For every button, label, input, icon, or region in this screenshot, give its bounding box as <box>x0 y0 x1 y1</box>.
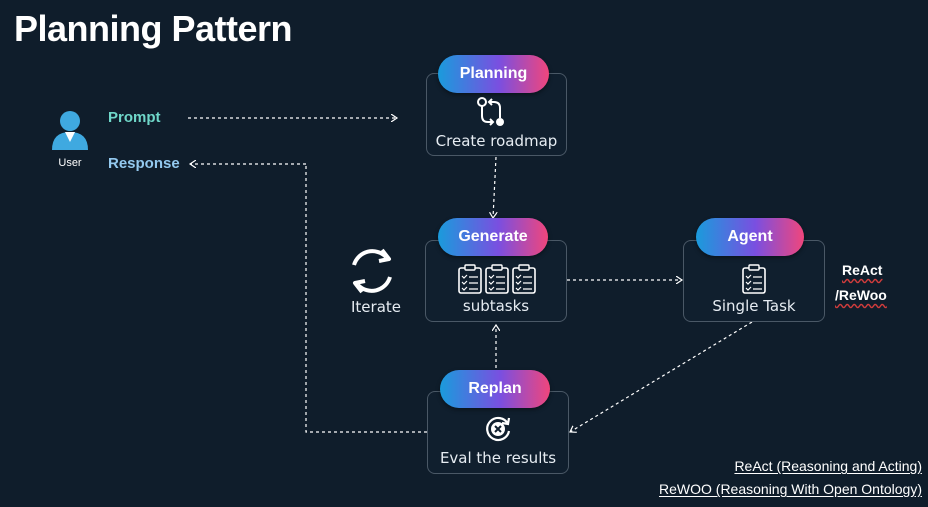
iterate-label: Iterate <box>351 298 402 316</box>
user-actor: User <box>45 108 95 170</box>
planning-to-generate-arrow <box>493 156 496 218</box>
page-title: Planning Pattern <box>14 8 293 49</box>
replan-pill: Replan <box>440 370 550 408</box>
replan-to-response-path <box>305 164 427 433</box>
generate-pill: Generate <box>438 218 548 256</box>
planning-pill: Planning <box>438 55 549 93</box>
agent-caption: Single Task <box>712 297 796 315</box>
prompt-label: Prompt <box>108 109 161 126</box>
footnote-react: ReAct (Reasoning and Acting) <box>734 458 922 474</box>
cycle-arrows-icon <box>352 248 392 294</box>
user-label: User <box>58 157 82 169</box>
footnote-rewoo: ReWOO (Reasoning With Open Ontology) <box>659 481 922 497</box>
react-label: ReAct <box>842 262 883 278</box>
agent-pill: Agent <box>696 218 804 256</box>
checklist-icon <box>742 264 766 294</box>
checklist-icon <box>458 264 482 294</box>
generate-caption: subtasks <box>462 297 530 315</box>
response-label: Response <box>108 155 180 172</box>
refresh-error-icon <box>486 416 511 442</box>
checklist-icon <box>485 264 509 294</box>
replan-caption: Eval the results <box>439 449 557 467</box>
subtask-icons <box>457 264 537 294</box>
checklist-icon <box>512 264 536 294</box>
agent-to-replan-arrow <box>570 321 753 432</box>
planning-caption: Create roadmap <box>435 132 558 150</box>
user-icon <box>52 111 88 150</box>
git-compare-icon <box>477 97 504 126</box>
rewoo-label: /ReWoo <box>835 287 887 303</box>
